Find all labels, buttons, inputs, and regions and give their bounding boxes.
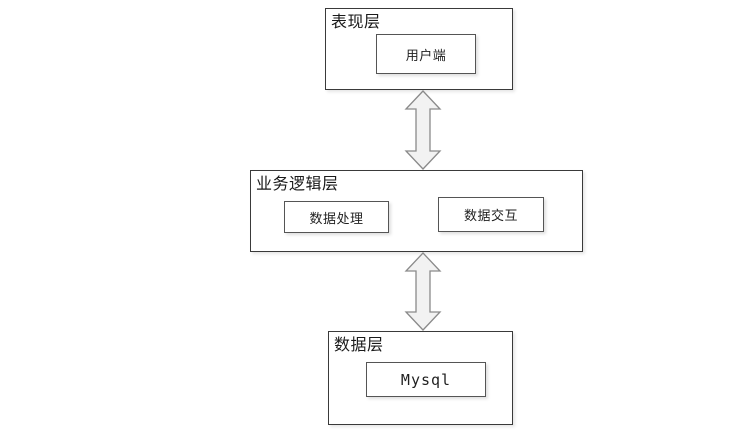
connector-business-to-data — [404, 252, 442, 331]
layer-title-presentation: 表现层 — [331, 12, 381, 31]
layer-box-data[interactable]: 数据层 Mysql — [328, 331, 513, 425]
component-label-client: 用户端 — [405, 48, 447, 64]
component-box-data-processing[interactable]: 数据处理 — [284, 201, 389, 233]
component-label-data-processing: 数据处理 — [309, 211, 364, 227]
layer-box-business-logic[interactable]: 业务逻辑层 数据处理 数据交互 — [250, 170, 583, 252]
double-headed-arrow-icon — [404, 90, 442, 170]
connector-presentation-to-business — [404, 90, 442, 170]
layer-box-presentation[interactable]: 表现层 用户端 — [325, 8, 513, 90]
component-box-mysql[interactable]: Mysql — [366, 362, 486, 397]
component-label-data-interaction: 数据交互 — [463, 209, 518, 224]
component-box-data-interaction[interactable]: 数据交互 — [438, 197, 544, 232]
layer-title-business-logic: 业务逻辑层 — [256, 174, 339, 193]
component-box-client[interactable]: 用户端 — [376, 34, 476, 74]
component-label-mysql: Mysql — [400, 370, 452, 389]
double-headed-arrow-icon — [404, 252, 442, 331]
layer-title-data: 数据层 — [334, 335, 384, 354]
